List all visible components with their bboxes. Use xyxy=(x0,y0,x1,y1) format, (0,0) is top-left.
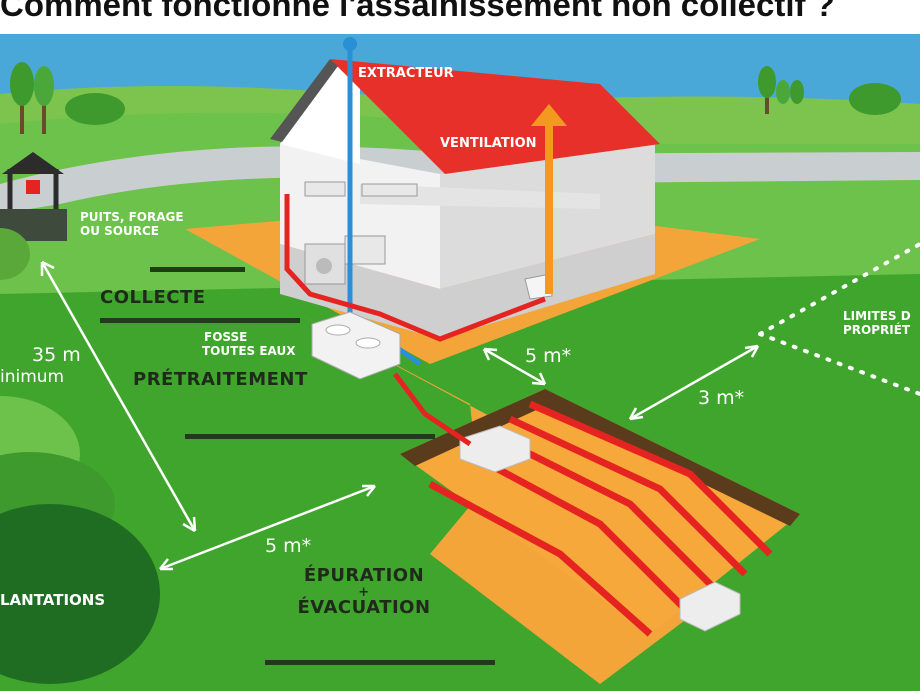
far-trees-left xyxy=(10,62,125,134)
label-puits-line2: OU SOURCE xyxy=(80,223,159,238)
label-puits-line1: PUITS, FORAGE xyxy=(80,210,184,224)
assainissement-diagram xyxy=(0,34,920,691)
label-dist-minimum: inimum xyxy=(0,367,65,387)
fosse-tank xyxy=(311,311,401,380)
label-dist-5m-plantations: 5 m* xyxy=(265,535,312,557)
label-fosse-line2: TOUTES EAUX xyxy=(202,343,296,358)
far-trees-right xyxy=(758,66,901,115)
label-epuration-evacuation: ÉPURATION + ÉVACUATION xyxy=(288,565,440,619)
property-limits xyxy=(758,242,920,396)
label-dist-35m: 35 m xyxy=(32,344,81,366)
label-limites-line1: LIMITES D xyxy=(843,309,911,323)
label-extracteur: EXTRACTEUR xyxy=(358,66,454,81)
label-puits: PUITS, FORAGE OU SOURCE xyxy=(80,210,184,239)
label-epuration: ÉPURATION xyxy=(303,565,425,586)
label-fosse: FOSSE TOUTES EAUX xyxy=(202,330,296,359)
label-dist-5m-house: 5 m* xyxy=(525,345,572,367)
hatch-bars xyxy=(100,267,495,665)
label-plantations: LANTATIONS xyxy=(0,591,106,609)
distance-arrows xyxy=(40,260,760,571)
label-plus: + xyxy=(358,584,370,600)
bush xyxy=(0,504,160,684)
label-collecte: COLLECTE xyxy=(100,287,206,308)
page-title: Comment fonctionne l'assainissement non … xyxy=(0,0,835,23)
bush xyxy=(0,228,30,280)
epuration-bed xyxy=(400,389,800,637)
label-limites: LIMITES D PROPRIÉT xyxy=(843,309,911,338)
label-dist-3m: 3 m* xyxy=(698,387,745,409)
title-bar: Comment fonctionne l'assainissement non … xyxy=(0,0,920,34)
label-limites-line2: PROPRIÉT xyxy=(843,322,911,337)
label-ventilation: VENTILATION xyxy=(440,136,537,151)
label-fosse-line1: FOSSE xyxy=(204,330,248,344)
label-pretraitement: PRÉTRAITEMENT xyxy=(133,369,308,390)
ventilation-arrow xyxy=(531,104,567,294)
label-evacuation: ÉVACUATION xyxy=(297,597,431,619)
